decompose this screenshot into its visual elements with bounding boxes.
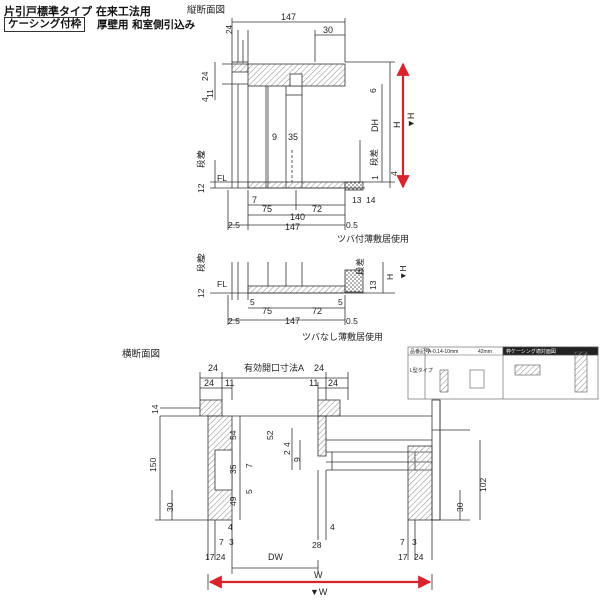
- dim-9: 9: [272, 132, 277, 142]
- dim-72-b: 72: [312, 306, 322, 316]
- horizontal-section: [155, 372, 481, 590]
- dim-11-r: 11: [309, 378, 318, 388]
- spec-inset: [407, 346, 599, 400]
- dim-12: 12: [196, 183, 206, 193]
- inset-col1: 品番記号: [410, 348, 430, 355]
- dim-7: 7: [252, 195, 257, 205]
- dim-7-h: 7: [244, 463, 254, 468]
- dim-52: 52: [265, 430, 275, 440]
- vertical-section: 縦断面図: [187, 4, 395, 230]
- dim-140: 140: [290, 212, 305, 222]
- inset-col2: A-0.14-10mm: [428, 349, 458, 355]
- dim-147-b: 147: [285, 316, 300, 326]
- dim-24-a: 24: [225, 25, 234, 34]
- dim-5-right: 5: [338, 297, 343, 307]
- dim-35: 35: [288, 132, 298, 142]
- dim-4-left: 4: [200, 97, 210, 102]
- horizontal-section-title: 横断面図: [122, 348, 160, 360]
- dim-7-bl: 7: [219, 537, 224, 547]
- dim-2-step: 2: [196, 150, 206, 155]
- vertical-section-small: [210, 262, 395, 325]
- dim-30-r: 30: [455, 502, 465, 512]
- dim-49: 49: [228, 496, 238, 506]
- vertical-labels: 147 30 24 24 4 11 6 9 35 DH H ▼H 段差 1 4 …: [196, 12, 416, 244]
- effective-opening-label: 有効開口寸法A: [244, 362, 304, 373]
- dim-3-br: 3: [412, 537, 417, 547]
- dim-17-l: 17: [205, 552, 215, 562]
- label-dh: DH: [370, 119, 380, 132]
- dim-4-hl: 4: [228, 522, 233, 532]
- dim-11-left: 11: [205, 89, 215, 98]
- dim-14-h: 14: [150, 404, 160, 414]
- label-fl: FL: [217, 173, 227, 183]
- dim-24-r2: 24: [328, 378, 338, 388]
- dim-4-hr: 4: [330, 522, 335, 532]
- dim-2-5: 2.5: [228, 220, 240, 230]
- label-step-1b: 段差: [355, 258, 365, 275]
- dim-13-b: 13: [368, 280, 378, 290]
- label-h-arrow-b: ▼H: [398, 265, 408, 280]
- dim-13: 13: [352, 195, 362, 205]
- dim-24-l2: 24: [204, 378, 214, 388]
- dim-5-left: 5: [250, 297, 255, 307]
- dim-147-bottom: 147: [285, 222, 300, 232]
- label-fl-b: FL: [217, 279, 227, 289]
- dim-5-h: 5: [244, 489, 254, 494]
- dim-14: 14: [366, 195, 376, 205]
- dim-72: 72: [312, 204, 322, 214]
- dim-75-b: 75: [262, 306, 272, 316]
- page-subtitle: 厚壁用 和室側引込み: [97, 19, 196, 31]
- label-w-arrow: ▼W: [310, 587, 328, 597]
- dim-1-step: 1: [370, 175, 380, 180]
- dim-35-h: 35: [228, 464, 238, 474]
- dim-24-left: 24: [200, 71, 210, 81]
- dim-24-br: 24: [414, 552, 424, 562]
- dim-54: 54: [228, 430, 238, 440]
- horizontal-labels: 有効開口寸法A 24 24 24 11 11 24 14 54 52 2 4 9…: [148, 362, 488, 597]
- label-step-2b: 段差: [196, 255, 206, 272]
- label-h-b: H: [385, 274, 395, 280]
- label-h-arrow: ▼H: [406, 113, 416, 128]
- dim-150: 150: [148, 458, 158, 472]
- dim-2-b: 2: [196, 253, 206, 258]
- dim-147-top: 147: [281, 12, 296, 22]
- label-w: W: [314, 570, 323, 580]
- inset-col4: 枠ケーシング適対面図: [506, 348, 556, 355]
- inset-row-type: L型タイプ: [410, 367, 433, 374]
- dim-30-top: 30: [323, 25, 333, 35]
- dim-4-right: 4: [389, 171, 399, 176]
- dim-7-br: 7: [400, 537, 405, 547]
- label-dw: DW: [268, 552, 283, 562]
- page-title: 片引戸標準タイプ 在来工法用: [4, 5, 151, 18]
- dim-28: 28: [312, 540, 322, 550]
- dim-9-h: 9: [292, 457, 302, 462]
- casing-tag: ケーシング付枠: [4, 17, 86, 32]
- dim-24-bl: 24: [216, 552, 226, 562]
- spec-inset-text: 品番記号 A-0.14-10mm 42mm 枠ケーシング適対面図 L型タイプ: [410, 348, 556, 374]
- label-step-2: 段差: [196, 151, 206, 168]
- dim-75: 75: [262, 204, 272, 214]
- dim-0-5: 0.5: [346, 220, 358, 230]
- vertical-small-labels: 段差 2 FL 12 段差 13 H ▼H 5 75 72 5 2.5 147 …: [196, 253, 408, 342]
- dim-2-h: 2: [282, 450, 292, 455]
- dim-0-5-b: 0.5: [346, 316, 358, 326]
- dim-30-l: 30: [165, 502, 175, 512]
- dim-12-b: 12: [196, 288, 206, 298]
- label-h: H: [392, 122, 402, 129]
- dim-24-tl: 24: [208, 363, 218, 373]
- dim-24-tr: 24: [314, 363, 324, 373]
- dim-102: 102: [478, 478, 488, 492]
- dim-3-bl: 3: [229, 537, 234, 547]
- inset-col3: 42mm: [478, 349, 492, 355]
- dim-4-h: 4: [282, 442, 292, 447]
- dim-6-right: 6: [368, 88, 378, 93]
- vertical-section-title: 縦断面図: [187, 4, 225, 16]
- dim-17-r: 17: [398, 552, 408, 562]
- note-with-flange: ツバ付薄敷居使用: [337, 233, 409, 244]
- dim-11-l: 11: [225, 378, 234, 388]
- dim-2-5-b: 2.5: [228, 316, 240, 326]
- note-without-flange: ツバなし薄敷居使用: [302, 331, 383, 342]
- label-step-1: 段差: [369, 149, 379, 166]
